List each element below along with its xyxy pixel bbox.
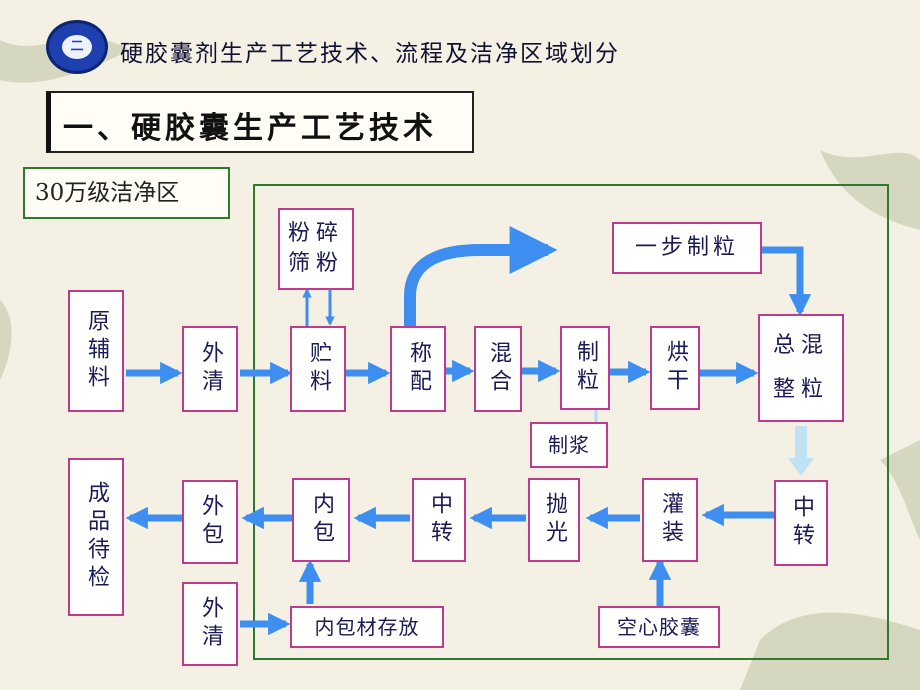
node-raw-material: 原辅料 [68,290,124,412]
node-finished-inspection: 成品待检 [68,458,124,616]
arrow-total-to-transfer [788,426,814,476]
node-outer-clean-2: 外清 [182,582,238,666]
node-total-mix: 总混整粒 [758,314,844,422]
node-transfer-1: 中转 [774,480,828,566]
node-crush-sieve: 粉碎筛粉 [278,208,354,290]
node-empty-capsule: 空心胶囊 [598,606,720,648]
node-outer-clean: 外清 [182,326,238,412]
node-granulate: 制粒 [560,326,610,410]
node-fill: 灌装 [642,478,698,562]
node-dry: 烘干 [650,326,700,410]
node-slurry: 制浆 [530,422,608,468]
node-weigh: 称配 [390,326,446,412]
section-title-box: 一、硬胶囊生产工艺技术 [46,91,474,153]
node-inner-pack: 内包 [292,478,350,562]
node-polish: 抛光 [528,478,580,562]
node-outer-pack: 外包 [182,480,238,564]
node-one-step-granulation: 一步制粒 [612,222,762,274]
arrow-onestep-to-total [762,246,812,317]
node-inner-material-storage: 内包材存放 [290,606,444,648]
node-transfer-2: 中转 [412,478,466,562]
header-badge: 二 [46,20,108,74]
node-storage: 贮料 [290,326,346,412]
node-mix: 混合 [474,326,522,412]
zone-label: 30万级洁净区 [23,167,230,219]
clean-zone-boundary [253,184,889,660]
header-badge-label: 二 [62,35,92,59]
header-title: 硬胶囊剂生产工艺技术、流程及洁净区域划分 [120,41,620,67]
arrow-weigh-to-onestep [404,226,558,326]
section-title: 一、硬胶囊生产工艺技术 [63,111,437,146]
